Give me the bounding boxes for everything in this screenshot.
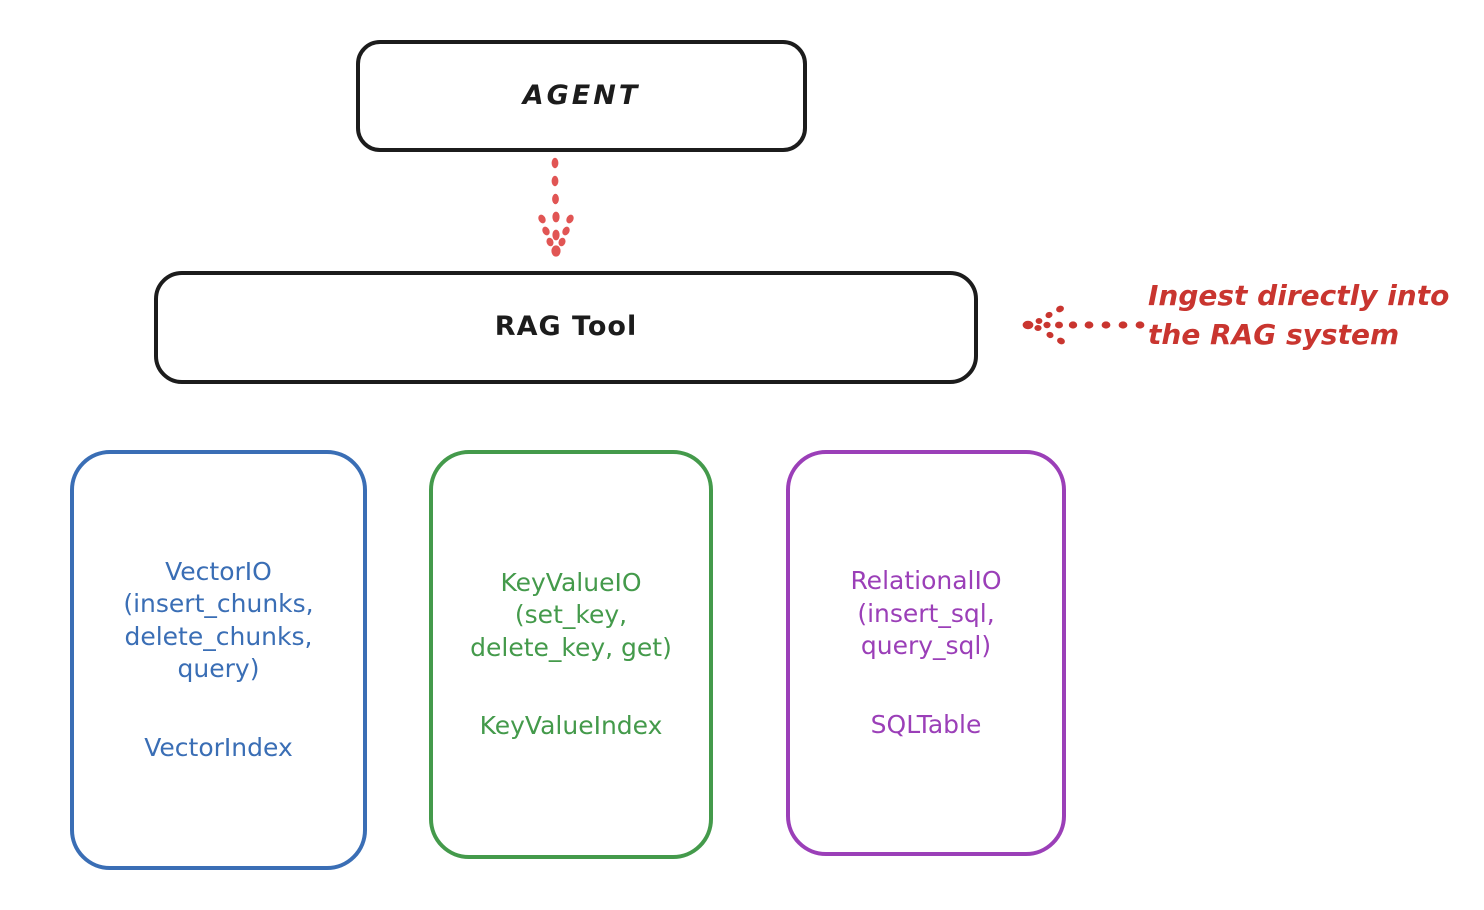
node-rag-tool-label: RAG Tool [494, 311, 638, 343]
edge-ingest-to-rag-tool [1022, 305, 1145, 345]
node-agent[interactable]: AGENT [356, 40, 807, 152]
node-vector-io-label: VectorIO (insert_chunks, delete_chunks, … [123, 556, 314, 684]
node-key-value-io-sublabel: KeyValueIndex [479, 711, 663, 740]
node-vector-io[interactable]: VectorIO (insert_chunks, delete_chunks, … [70, 450, 367, 870]
edge-agent-to-rag-tool [538, 157, 574, 257]
node-vector-io-sublabel: VectorIndex [144, 732, 293, 762]
node-relational-io-label: RelationalIO (insert_sql, query_sql) [850, 566, 1002, 660]
node-key-value-io[interactable]: KeyValueIO (set_key, delete_key, get) Ke… [429, 450, 713, 859]
node-relational-io-sublabel: SQLTable [870, 709, 982, 739]
node-rag-tool[interactable]: RAG Tool [154, 271, 978, 384]
node-relational-io[interactable]: RelationalIO (insert_sql, query_sql) SQL… [786, 450, 1066, 856]
annotation-ingest: Ingest directly into the RAG system [1148, 279, 1450, 351]
node-agent-label: AGENT [522, 79, 641, 111]
node-key-value-io-label: KeyValueIO (set_key, delete_key, get) [470, 567, 672, 662]
